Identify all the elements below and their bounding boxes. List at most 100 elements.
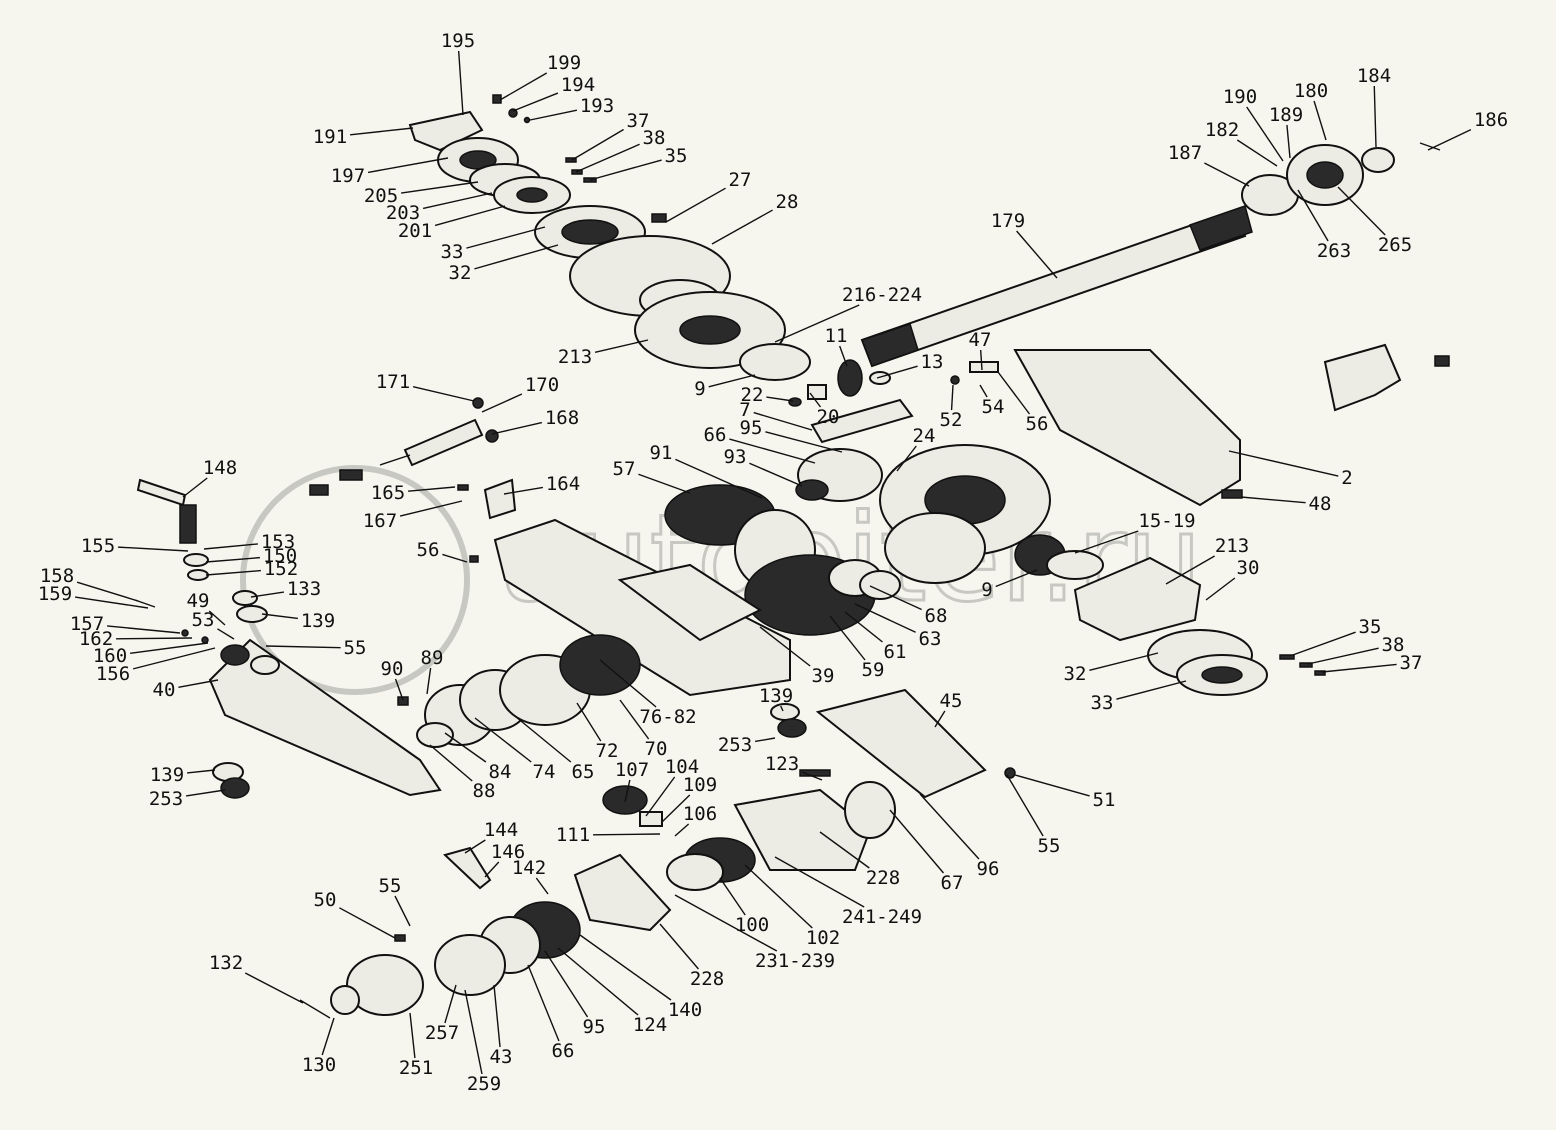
part-label: 37 <box>1400 652 1423 674</box>
part-label: 259 <box>467 1073 501 1095</box>
leader-line <box>535 877 549 895</box>
part-label: 156 <box>96 663 130 685</box>
part-label: 63 <box>919 628 942 650</box>
leader-line <box>774 304 860 343</box>
leader-line <box>854 603 916 633</box>
part-label: 67 <box>941 872 964 894</box>
part-label: 146 <box>491 841 525 863</box>
leader-line <box>876 365 918 379</box>
leader-line <box>638 473 691 494</box>
leader-line <box>185 789 226 797</box>
part-label: 95 <box>583 1016 606 1038</box>
part-label: 74 <box>533 761 556 783</box>
part-label: 148 <box>203 457 237 479</box>
leader-line <box>780 705 784 712</box>
leader-line <box>339 907 396 939</box>
leader-line <box>426 667 432 695</box>
leader-line <box>744 864 813 929</box>
leader-line <box>765 431 843 453</box>
leader-line <box>645 776 676 817</box>
leader-line <box>1006 774 1044 837</box>
part-label: 93 <box>724 446 747 468</box>
part-label: 228 <box>866 867 900 889</box>
spider-gears <box>739 343 999 444</box>
leader-line <box>250 591 285 598</box>
leader-line <box>321 1017 335 1056</box>
part-label: 91 <box>650 442 673 464</box>
part-label: 76-82 <box>639 706 696 728</box>
leader-line <box>464 989 483 1075</box>
leader-line <box>1337 186 1386 236</box>
leader-line <box>491 421 543 435</box>
leader-line <box>1165 555 1215 585</box>
part-label: 180 <box>1294 80 1328 102</box>
part-label: 130 <box>302 1054 336 1076</box>
leader-line <box>1236 139 1278 167</box>
leader-line <box>205 556 260 563</box>
part-label: 195 <box>441 30 475 52</box>
leader-line <box>1014 774 1090 797</box>
input-gear-stack <box>397 634 641 748</box>
leader-line <box>1228 450 1339 477</box>
leader-line <box>819 831 870 869</box>
leader-line <box>889 809 945 874</box>
part-label: 168 <box>545 407 579 429</box>
leader-line <box>107 625 181 634</box>
part-label: 132 <box>209 952 243 974</box>
leader-line <box>509 711 572 763</box>
leader-line <box>444 984 457 1024</box>
part-label: 57 <box>613 458 636 480</box>
part-label: 95 <box>740 417 763 439</box>
part-label: 139 <box>759 685 793 707</box>
leader-line <box>1373 85 1377 148</box>
leader-line <box>844 611 883 643</box>
part-label: 133 <box>287 578 321 600</box>
leader-line <box>896 445 917 472</box>
left-housing <box>134 478 442 799</box>
part-label: 191 <box>313 126 347 148</box>
part-label: 33 <box>1091 692 1114 714</box>
leader-line <box>466 226 546 249</box>
part-label: 213 <box>558 346 592 368</box>
part-label: 123 <box>765 753 799 775</box>
leader-line <box>661 794 691 823</box>
leader-line <box>244 972 304 1004</box>
part-label: 55 <box>379 875 402 897</box>
leader-line <box>493 984 501 1048</box>
part-label: 205 <box>364 185 398 207</box>
part-label: 51 <box>1093 789 1116 811</box>
leader-line <box>205 569 261 576</box>
part-label: 159 <box>38 583 72 605</box>
leader-line <box>1289 631 1356 657</box>
part-label: 9 <box>694 378 705 400</box>
part-label: 253 <box>718 734 752 756</box>
part-label: 194 <box>561 74 595 96</box>
leader-line <box>594 339 649 354</box>
part-label: 160 <box>93 645 127 667</box>
part-label: 140 <box>668 999 702 1021</box>
part-label: 179 <box>991 210 1025 232</box>
leader-line <box>265 645 341 649</box>
leader-line <box>579 934 672 1001</box>
part-label: 257 <box>425 1022 459 1044</box>
part-label: 7 <box>739 399 750 421</box>
part-label: 253 <box>149 788 183 810</box>
part-label: 43 <box>490 1046 513 1068</box>
part-label: 9 <box>981 579 992 601</box>
leader-line <box>1286 124 1291 159</box>
part-label: 65 <box>572 761 595 783</box>
leader-line <box>708 374 756 388</box>
part-label: 199 <box>547 52 581 74</box>
leader-line <box>979 384 988 398</box>
leader-line <box>995 569 1038 588</box>
part-label: 70 <box>645 738 668 760</box>
leader-line <box>208 610 226 626</box>
part-label: 189 <box>1269 104 1303 126</box>
part-label: 38 <box>643 127 666 149</box>
leader-line <box>979 349 983 371</box>
leader-line <box>557 947 639 1016</box>
leader-line <box>674 894 778 952</box>
part-label: 184 <box>1357 65 1391 87</box>
main-gear-cluster <box>664 484 901 636</box>
part-label: 35 <box>1359 616 1382 638</box>
